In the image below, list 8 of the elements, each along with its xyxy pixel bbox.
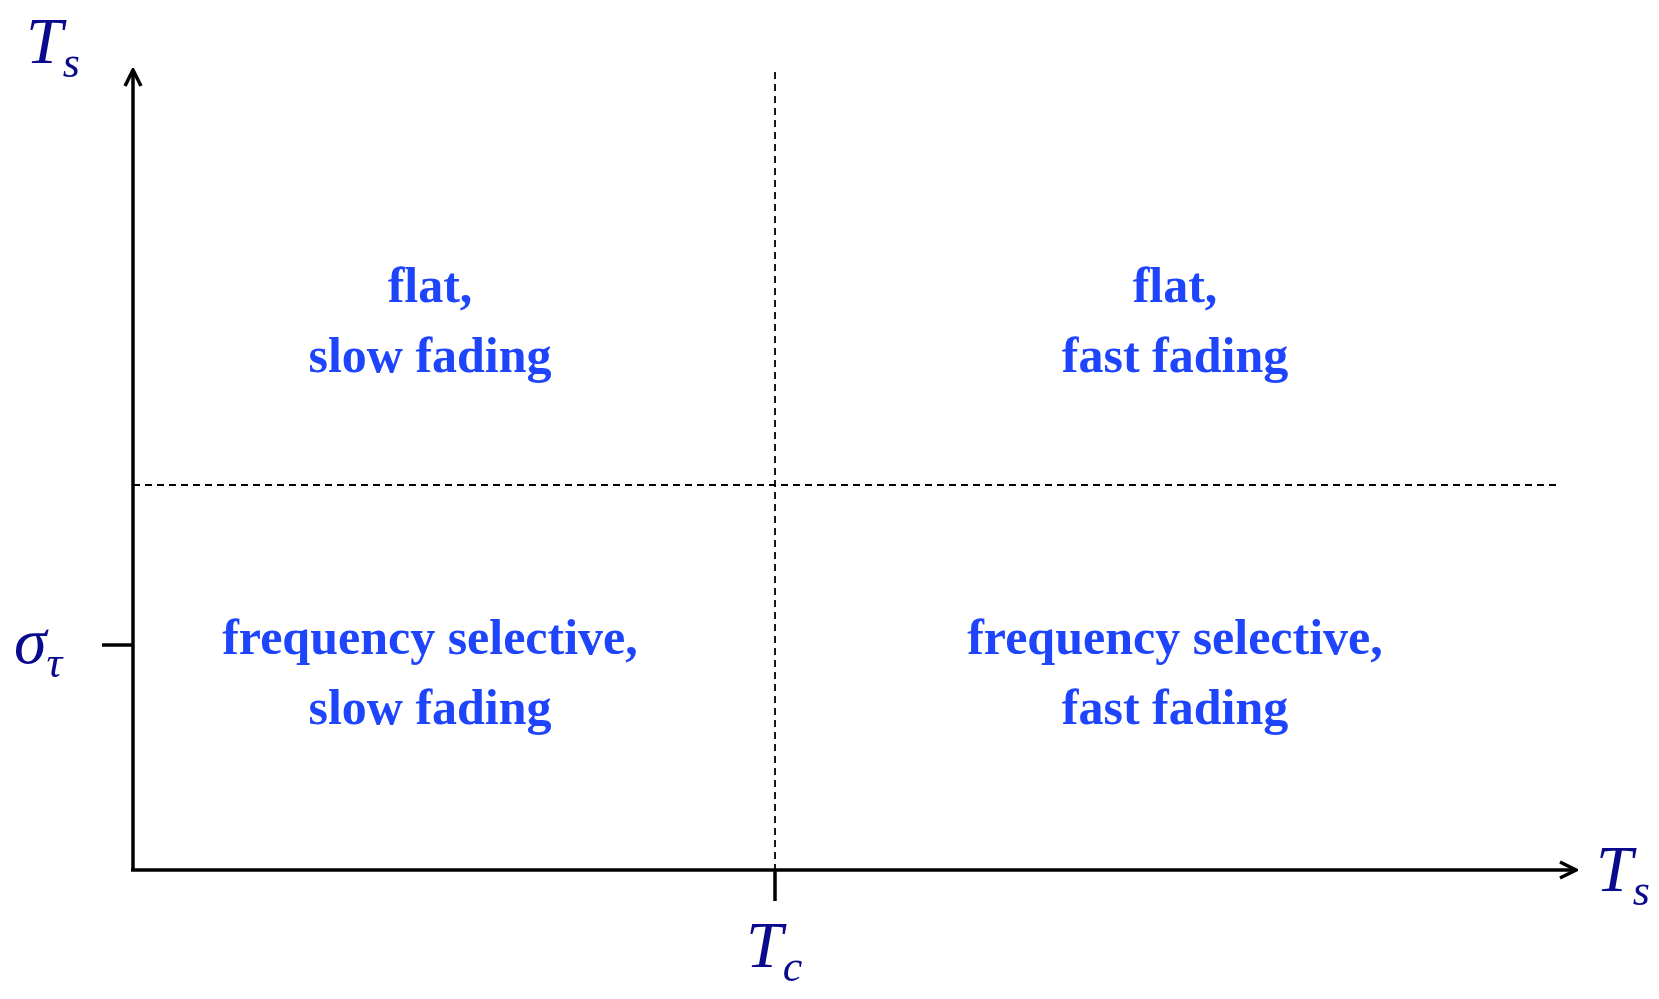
- axis-label: T$_{s}$: [26, 8, 80, 86]
- region-label: flat, slow fading: [308, 256, 552, 385]
- region-label: frequency selective, slow fading: [222, 608, 638, 737]
- region-label: flat, fast fading: [1061, 256, 1289, 385]
- tick-label: T$_{c}$: [746, 912, 803, 990]
- region-label: frequency selective, fast fading: [967, 608, 1383, 737]
- axis-label: T$_{s}$: [1596, 836, 1650, 914]
- tick-label: σ$_{τ}$: [14, 608, 63, 686]
